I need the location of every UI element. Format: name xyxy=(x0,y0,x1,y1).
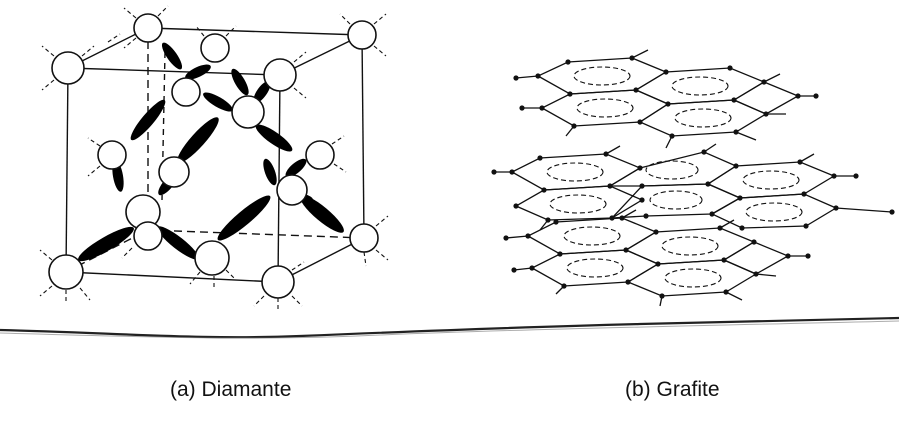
page-fold-line xyxy=(0,316,899,339)
graphite-layer-middle xyxy=(494,143,893,231)
graphite-caption: (b) Grafite xyxy=(625,378,720,401)
graphite-atoms xyxy=(491,55,895,299)
outward-bond-stubs xyxy=(39,5,389,310)
diamond-caption: (a) Diamante xyxy=(170,378,292,401)
graphite-structure-diagram xyxy=(491,49,895,307)
graphite-layer-middle-pi-rings xyxy=(546,160,803,222)
page-fold-shadow xyxy=(0,320,899,339)
diamond-structure-diagram xyxy=(39,5,389,310)
carbon-atoms xyxy=(48,13,379,299)
graphite-layer-top-pi-rings xyxy=(573,66,732,128)
graphite-layer-bottom xyxy=(505,209,808,307)
graphite-layer-bottom-pi-rings xyxy=(563,226,722,288)
graphite-layer-top xyxy=(515,49,816,149)
